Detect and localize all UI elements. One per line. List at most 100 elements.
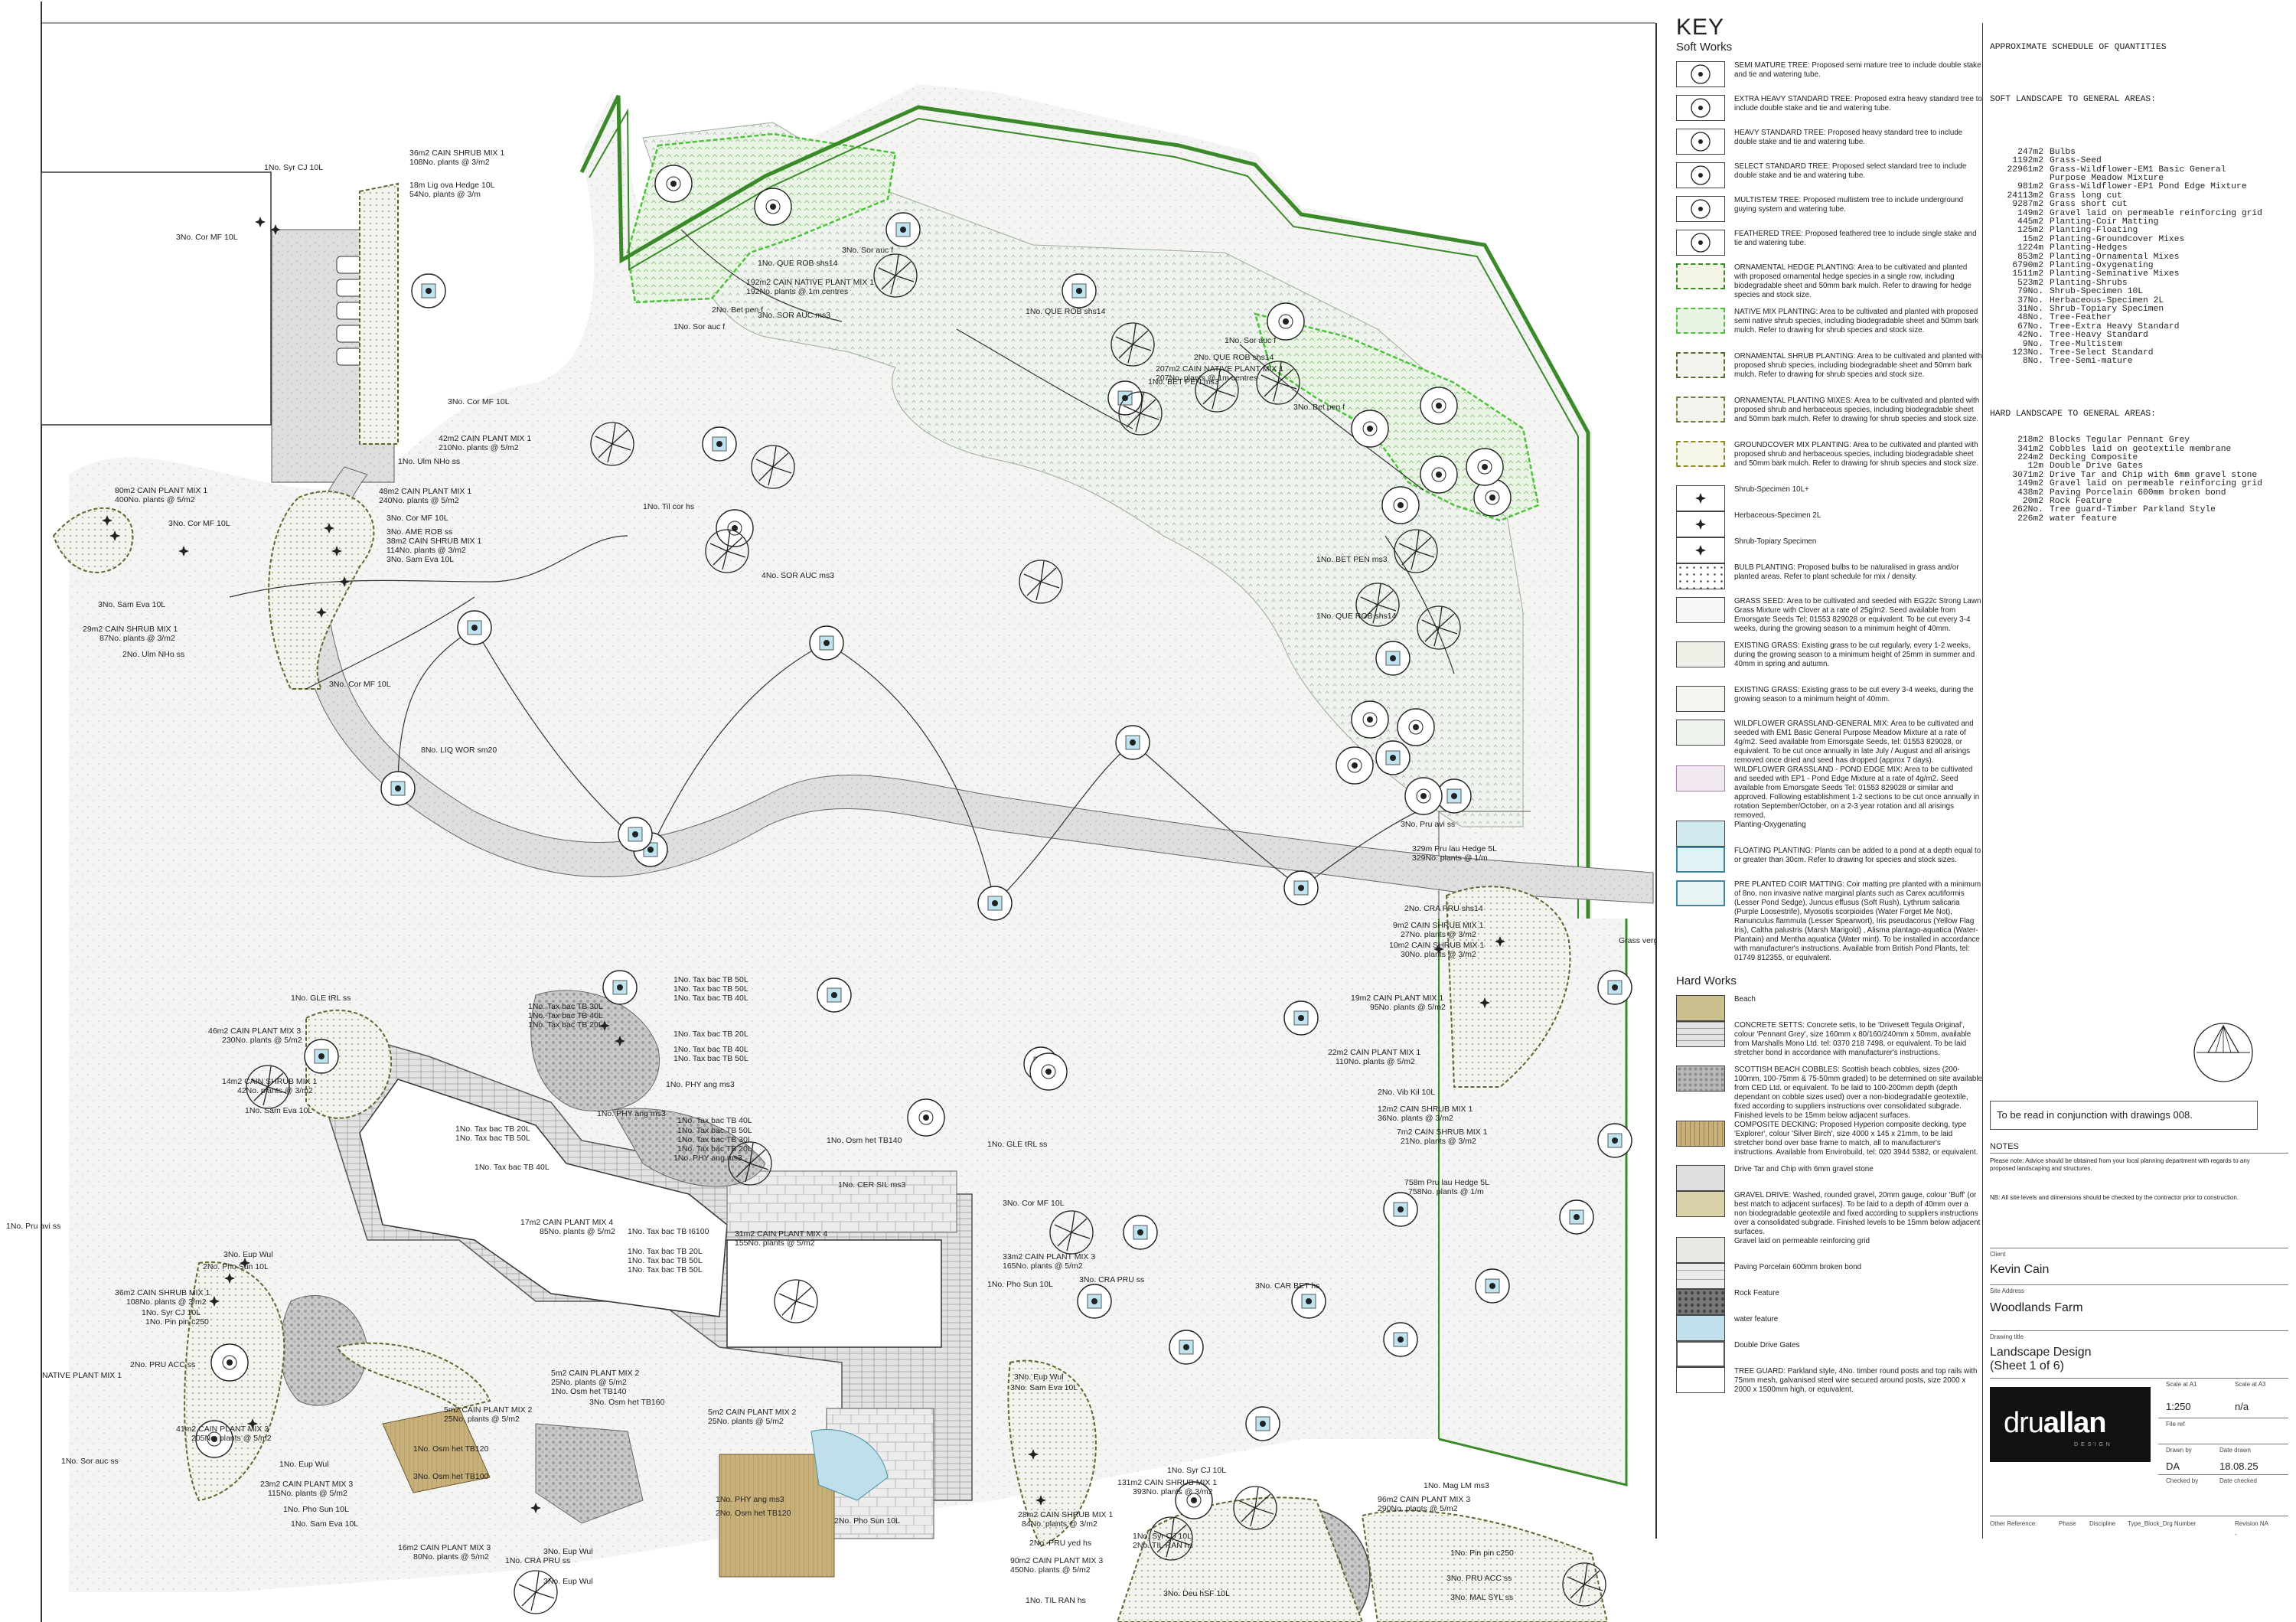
type-caption: Type_Block_Drg Number — [2128, 1520, 2197, 1527]
hard-key-text: Double Drive Gates — [1734, 1341, 1800, 1349]
soft-key-row: GRASS SEED: Area to be cultivated and se… — [1676, 597, 1982, 641]
heavy-tree-icon — [1676, 129, 1725, 155]
plant-label: 155No. plants @ 5/m2 — [735, 1239, 815, 1248]
plant-label: 1No. Tax bac TB 50L — [673, 1054, 748, 1063]
shrub-specimen-icon — [1676, 485, 1725, 511]
plant-label: 400No. plants @ 5/m2 — [115, 495, 195, 504]
schedule-quantity: 523m2 — [2017, 278, 2043, 288]
soft-key-text: Planting-Oxygenating — [1734, 821, 1806, 829]
schedule-row: Purpose Meadow Mixture — [1990, 174, 2281, 183]
plant-label: 2No. Vib Kil 10L — [1378, 1088, 1435, 1097]
plant-label: 165No. plants @ 5/m2 — [1003, 1261, 1083, 1271]
water-feature-swatch — [1676, 1315, 1725, 1341]
schedule-item: Gravel laid on permeable reinforcing gri… — [2050, 208, 2262, 218]
hard-key-text: SCOTTISH BEACH COBBLES: Scottish beach c… — [1734, 1066, 1983, 1120]
plant-label: 2No. PRU ACC ss — [130, 1360, 195, 1369]
schedule-quantity: 15m2 — [2022, 234, 2043, 244]
scale-a1: 1:250 — [2166, 1401, 2191, 1412]
plant-label: 1No. BET PEN ms3 — [1316, 555, 1388, 564]
schedule-row: 262No.Tree guard-Timber Parkland Style — [1990, 505, 2281, 514]
plant-label: 8No. LIQ WOR sm20 — [421, 746, 497, 755]
site-caption: Site Address — [1990, 1287, 2024, 1294]
schedule-quantity: 67No. — [2017, 321, 2043, 331]
plant-label: 23m2 CAIN PLANT MIX 3 — [260, 1480, 353, 1489]
soft-key-text: ORNAMENTAL SHRUB PLANTING: Area to be cu… — [1734, 352, 1982, 379]
plant-label: 54No. plants @ 3/m — [409, 190, 481, 199]
plant-label: 3No. Sam Eva 10L — [386, 555, 454, 564]
plant-label: 5m2 CAIN PLANT MIX 2 — [444, 1405, 533, 1415]
phase-caption: Phase — [2059, 1520, 2076, 1527]
wildflower-pond-swatch — [1676, 765, 1725, 791]
plant-label: 1No. Syr CJ 10L — [264, 163, 323, 172]
plant-label: 3No. CAR BET hs — [1255, 1281, 1319, 1291]
soft-key-row: EXISTING GRASS: Existing grass to be cut… — [1676, 686, 1982, 720]
schedule-quantity: 438m2 — [2017, 488, 2043, 498]
hedge-planting-swatch — [1676, 263, 1725, 289]
hard-key-row: Drive Tar and Chip with 6mm gravel stone — [1676, 1165, 1982, 1191]
plant-label: 80m2 CAIN PLANT MIX 1 — [115, 486, 207, 495]
plant-label: 2No. Pho Sun 10L — [834, 1516, 900, 1526]
plant-label: 758No. plants @ 1/m — [1408, 1187, 1484, 1196]
herbaceous-specimen-icon — [1676, 511, 1725, 537]
schedule-item: Grass long cut — [2050, 191, 2122, 201]
schedule-item: Shrub-Specimen 10L — [2050, 287, 2144, 297]
revision-caption: Revision NA — [2235, 1520, 2269, 1527]
schedule-item: Shrub-Topiary Specimen — [2050, 305, 2164, 314]
scale-a3: n/a — [2235, 1401, 2249, 1412]
revision-dash: - — [2235, 1531, 2237, 1538]
plant-label: 1No. Tax bac TB 20L — [673, 1030, 748, 1039]
plant-label: 25No. plants @ 5/m2 — [551, 1378, 627, 1387]
schedule-quantity: 123No. — [2012, 348, 2043, 358]
soft-key-text: SELECT STANDARD TREE: Proposed select st… — [1734, 162, 1967, 180]
plant-label: 2No. Pho Sun 10L — [203, 1262, 269, 1271]
soft-key-text: EXISTING GRASS: Existing grass to be cut… — [1734, 686, 1974, 703]
plant-label: 3No. Deu hSF 10L — [1163, 1589, 1230, 1598]
plant-label: 108No. plants @ 3/m2 — [409, 158, 490, 167]
wildflower-general-swatch — [1676, 720, 1725, 746]
extra-heavy-tree-icon — [1676, 95, 1725, 121]
plant-label: 1No. Eup Wul — [279, 1460, 329, 1469]
plant-label: 3No. Cor MF 10L — [386, 514, 448, 523]
plant-label: 205No. plants @ 5/m2 — [191, 1434, 272, 1443]
plant-label: 1No. CER SIL ms3 — [838, 1180, 905, 1190]
schedule-item: Gravel laid on permeable reinforcing gri… — [2050, 479, 2262, 489]
plant-label: 2No. CRA PRU shs14 — [1404, 904, 1483, 913]
groundcover-swatch — [1676, 441, 1725, 467]
plant-label: 290No. plants @ 5/m2 — [1378, 1504, 1458, 1513]
plant-label: 95No. plants @ 5/m2 — [1370, 1003, 1446, 1012]
hard-key-text: Paving Porcelain 600mm broken bond — [1734, 1263, 1862, 1271]
drawn-by-caption: Drawn by — [2166, 1447, 2192, 1454]
plant-label: 27No. plants @ 3/m2 — [1401, 930, 1476, 939]
plant-label: 108No. plants @ 3/m2 — [126, 1297, 207, 1307]
plant-label: 16m2 CAIN PLANT MIX 3 — [398, 1543, 491, 1552]
plant-label: 3No. CRA PRU ss — [1079, 1275, 1144, 1284]
plant-label: 1No. Tax bac TB 30L — [677, 1135, 752, 1144]
plant-label: 1No. Tax bac TB 40L — [677, 1116, 752, 1125]
soft-key-row: PRE PLANTED COIR MATTING: Coir matting p… — [1676, 880, 1982, 963]
plant-label: 1No. Osm het TB120 — [413, 1444, 489, 1454]
plant-label: 1No. CRA PRU ss — [505, 1556, 570, 1565]
drawing-title-2: (Sheet 1 of 6) — [1990, 1359, 2064, 1372]
plant-label: 10m2 CAIN SHRUB MIX 1 — [1389, 941, 1484, 950]
key-title: KEY — [1676, 15, 1725, 40]
schedule-row: 48No.Tree-Feather — [1990, 313, 2281, 322]
schedule-row: 8No.Tree-Semi-mature — [1990, 357, 2281, 367]
soft-key-row: Shrub-Topiary Specimen — [1676, 537, 1982, 563]
schedule-quantity: 341m2 — [2017, 444, 2043, 454]
schedule-row: 37No.Herbaceous-Specimen 2L — [1990, 296, 2281, 305]
schedule-item: Grass-Wildflower-EP1 Pond Edge Mixture — [2050, 182, 2247, 192]
plant-label: 33m2 CAIN PLANT MIX 3 — [1003, 1252, 1095, 1261]
soft-key-row: FEATHERED TREE: Proposed feathered tree … — [1676, 230, 1982, 263]
plant-label: 1No. QUE ROB shs14 — [758, 259, 838, 268]
schedule-divider — [1982, 23, 1983, 1539]
gravel-drive-swatch — [1676, 1191, 1725, 1217]
